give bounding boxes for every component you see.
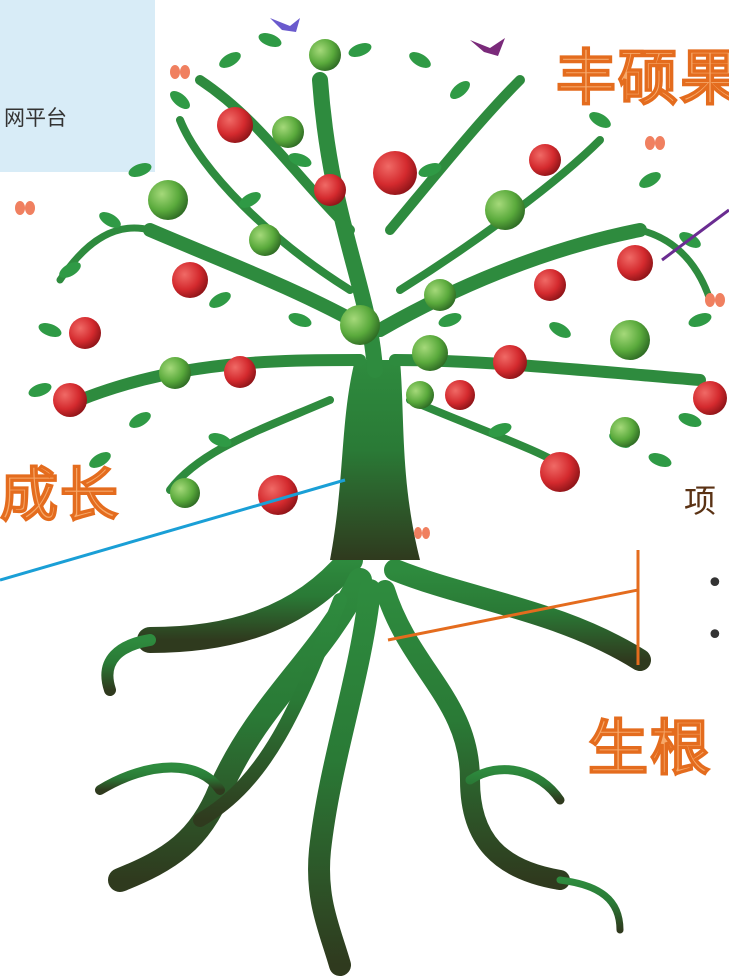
- connector-line-root: [387, 588, 639, 642]
- bird-icon: [270, 18, 300, 32]
- label-grow: 成长: [0, 460, 121, 530]
- green-apples: [148, 39, 650, 508]
- bird-icon: [470, 38, 505, 56]
- butterfly-icon: [414, 527, 430, 539]
- butterfly-icon: [705, 293, 725, 307]
- butterfly-icon: [645, 136, 665, 150]
- butterfly-icon: [15, 201, 35, 215]
- red-apples: [53, 107, 727, 515]
- tree-trunk: [330, 360, 420, 560]
- info-box: [0, 0, 155, 172]
- tree-roots: [95, 547, 651, 976]
- bullet-2: •: [706, 618, 724, 653]
- bullet-1: •: [706, 566, 724, 601]
- label-harvest: 丰硕果: [555, 43, 729, 115]
- connector-line-grow: [0, 478, 346, 582]
- label-root: 生根: [587, 713, 712, 785]
- connector-line-harvest: [661, 208, 729, 262]
- info-box-text: 网平台: [4, 106, 67, 130]
- label-project: 项: [684, 482, 717, 520]
- butterfly-icon: [170, 65, 190, 79]
